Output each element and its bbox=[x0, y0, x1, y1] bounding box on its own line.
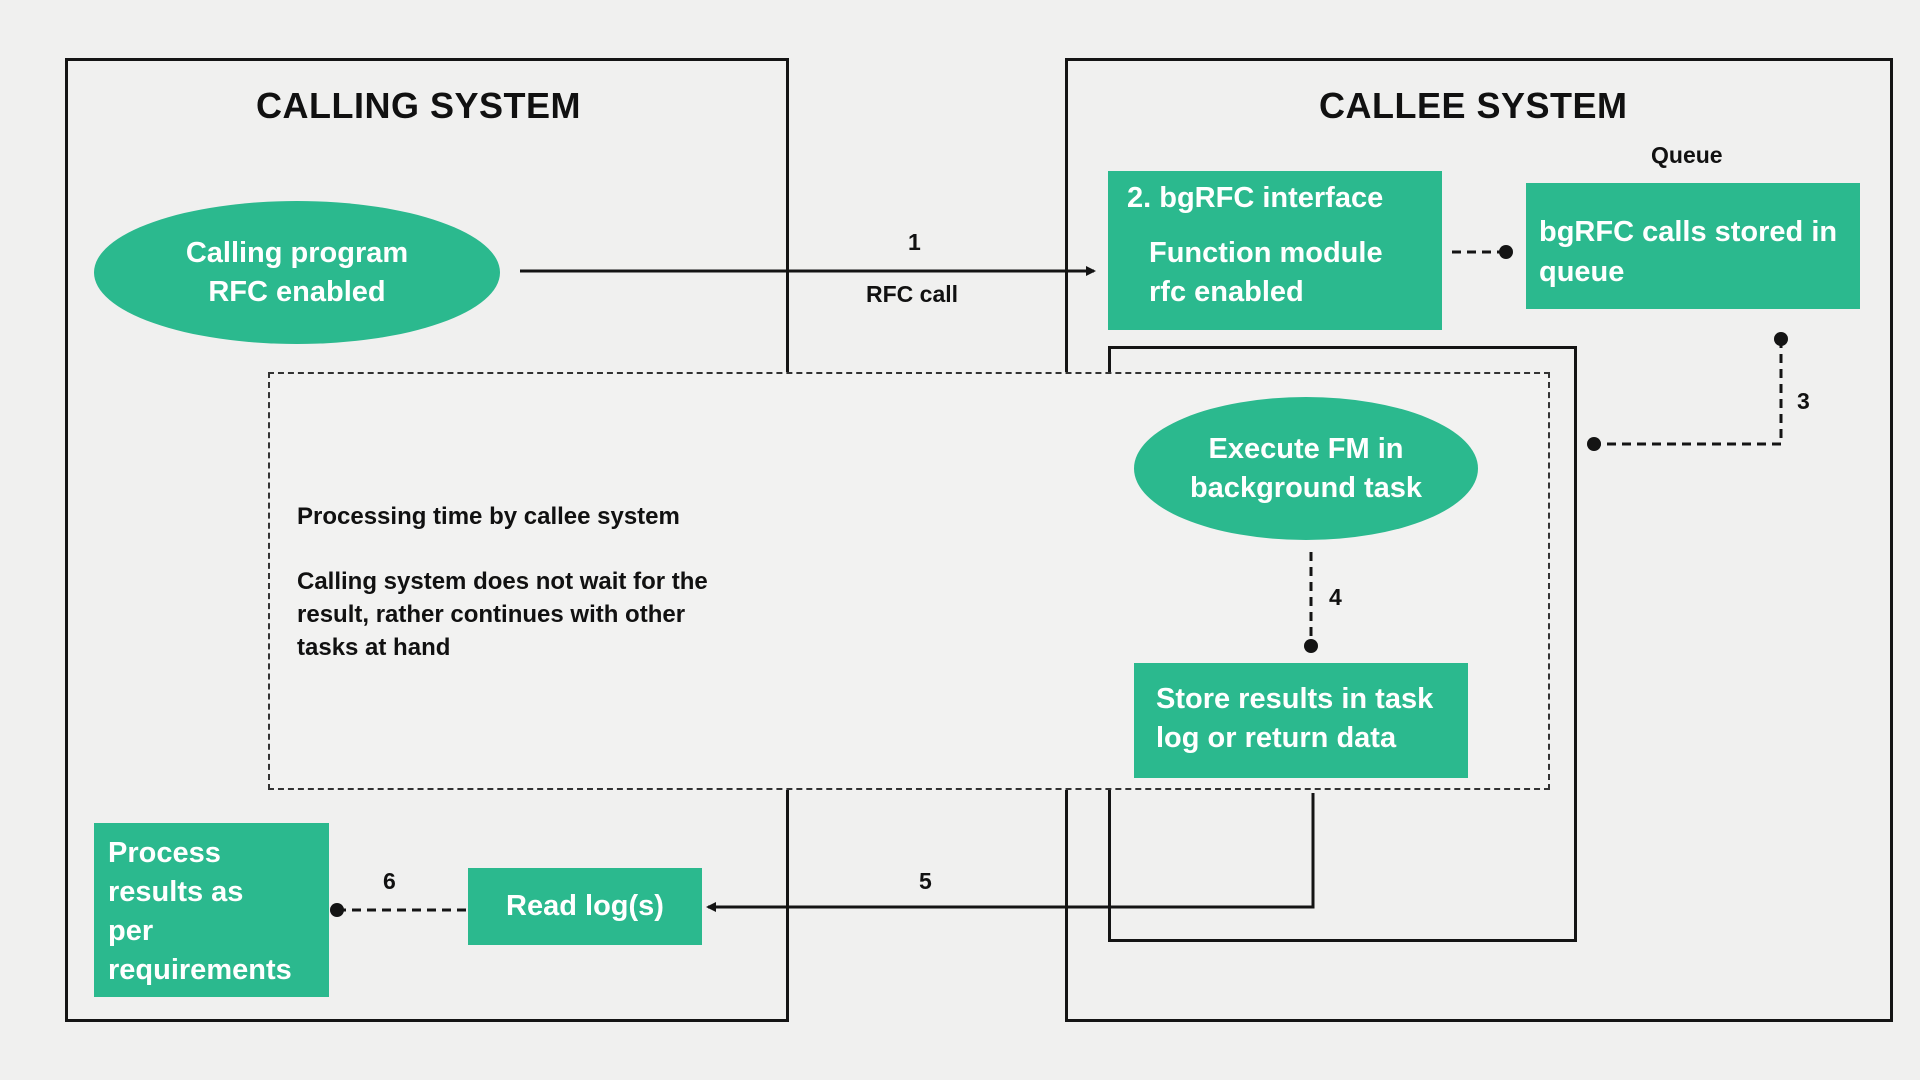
step-4-number: 4 bbox=[1329, 584, 1342, 610]
step-6-number: 6 bbox=[383, 868, 396, 894]
process-results-line-1: Process bbox=[108, 837, 221, 869]
execute-fm-line-2: background task bbox=[1189, 471, 1423, 504]
processing-note-line-1: Calling system does not wait for the bbox=[297, 568, 708, 595]
bgrfc-interface-node: 2. bgRFC interface Function module rfc e… bbox=[1108, 171, 1442, 330]
function-module-line-2: rfc enabled bbox=[1149, 276, 1304, 308]
execute-fm-node: Execute FM in background task bbox=[1134, 397, 1478, 540]
function-module-line-1: Function module bbox=[1149, 237, 1383, 269]
process-results-line-4: requirements bbox=[108, 954, 292, 986]
queue-label: Queue bbox=[1651, 142, 1723, 168]
processing-note-line-2: result, rather continues with other bbox=[297, 601, 686, 628]
read-logs-node: Read log(s) bbox=[468, 868, 702, 945]
callee-system-title: CALLEE SYSTEM bbox=[1319, 85, 1628, 126]
calling-program-node: Calling program RFC enabled bbox=[94, 201, 500, 344]
queue-node: bgRFC calls stored in queue bbox=[1526, 183, 1860, 309]
bgrfc-interface-heading: 2. bgRFC interface bbox=[1127, 182, 1384, 214]
process-results-line-3: per bbox=[108, 915, 154, 947]
step-1-number: 1 bbox=[908, 229, 921, 255]
store-results-line-1: Store results in task bbox=[1156, 683, 1434, 715]
queue-line-2: queue bbox=[1539, 256, 1625, 288]
step-3-number: 3 bbox=[1797, 388, 1810, 414]
processing-note-body: Calling system does not wait for the res… bbox=[297, 565, 708, 664]
processing-note-heading: Processing time by callee system bbox=[297, 503, 680, 530]
rfc-call-label: RFC call bbox=[866, 281, 959, 307]
process-results-line-2: results as bbox=[108, 876, 244, 908]
queue-line-1: bgRFC calls stored in bbox=[1539, 216, 1838, 248]
process-results-node: Process results as per requirements bbox=[94, 823, 329, 997]
store-results-node: Store results in task log or return data bbox=[1134, 663, 1468, 778]
execute-fm-line-1: Execute FM in bbox=[1208, 432, 1404, 465]
calling-program-line-2: RFC enabled bbox=[208, 275, 386, 308]
calling-system-title: CALLING SYSTEM bbox=[256, 85, 582, 126]
read-logs-label: Read log(s) bbox=[506, 890, 664, 922]
processing-note-line-3: tasks at hand bbox=[297, 634, 451, 661]
store-results-line-2: log or return data bbox=[1156, 722, 1397, 754]
step-5-number: 5 bbox=[919, 868, 932, 894]
calling-program-line-1: Calling program bbox=[185, 236, 409, 269]
